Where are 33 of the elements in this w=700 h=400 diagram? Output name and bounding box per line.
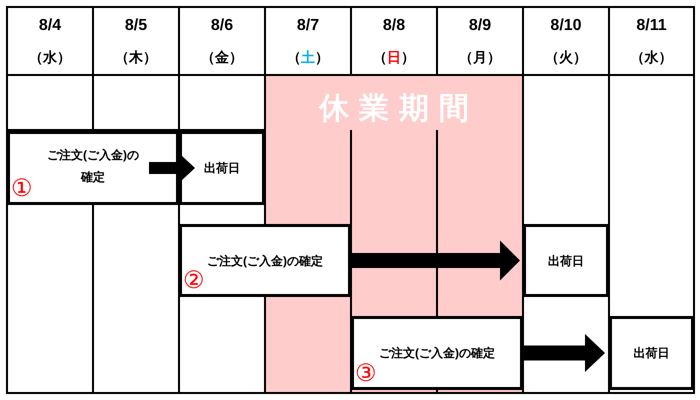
box-label: 出荷日 (548, 252, 584, 270)
box-label: ご注文(ご入金)の確定 (379, 345, 495, 362)
order-box (179, 224, 351, 297)
weekday-label: （木） (115, 50, 157, 64)
weekday-label: （土） (287, 50, 329, 64)
date-label: 8/8 (382, 18, 406, 34)
box-label: ご注文(ご入金)の確定 (207, 252, 323, 270)
order-box (7, 131, 179, 205)
block-arrow (351, 240, 520, 280)
block-arrow (523, 334, 605, 372)
box-label: 出荷日 (204, 160, 240, 177)
date-label: 8/11 (636, 18, 667, 34)
shipping-day-box (523, 224, 609, 297)
block-arrow (149, 155, 195, 181)
weekday-label: （日） (373, 50, 415, 64)
date-label: 8/7 (296, 18, 320, 34)
date-label: 8/6 (210, 18, 234, 34)
step-number: ③ (355, 361, 377, 385)
shipping-day-box (609, 316, 694, 390)
weekday-label: （月） (459, 50, 501, 64)
shipping-day-box (179, 131, 265, 205)
weekday-label: （金） (201, 50, 243, 64)
step-number: ① (11, 176, 33, 200)
box-label: ご注文(ご入金)の確定 (46, 147, 140, 186)
date-label: 8/5 (124, 18, 148, 34)
date-label: 8/4 (38, 18, 62, 34)
date-label: 8/10 (550, 18, 582, 34)
weekday-label: （水） (630, 50, 672, 64)
date-label: 8/9 (468, 18, 492, 34)
box-label: 出荷日 (634, 345, 670, 362)
step-number: ② (183, 268, 205, 292)
weekday-label: （火） (545, 50, 587, 64)
weekday-label: （水） (29, 50, 71, 64)
